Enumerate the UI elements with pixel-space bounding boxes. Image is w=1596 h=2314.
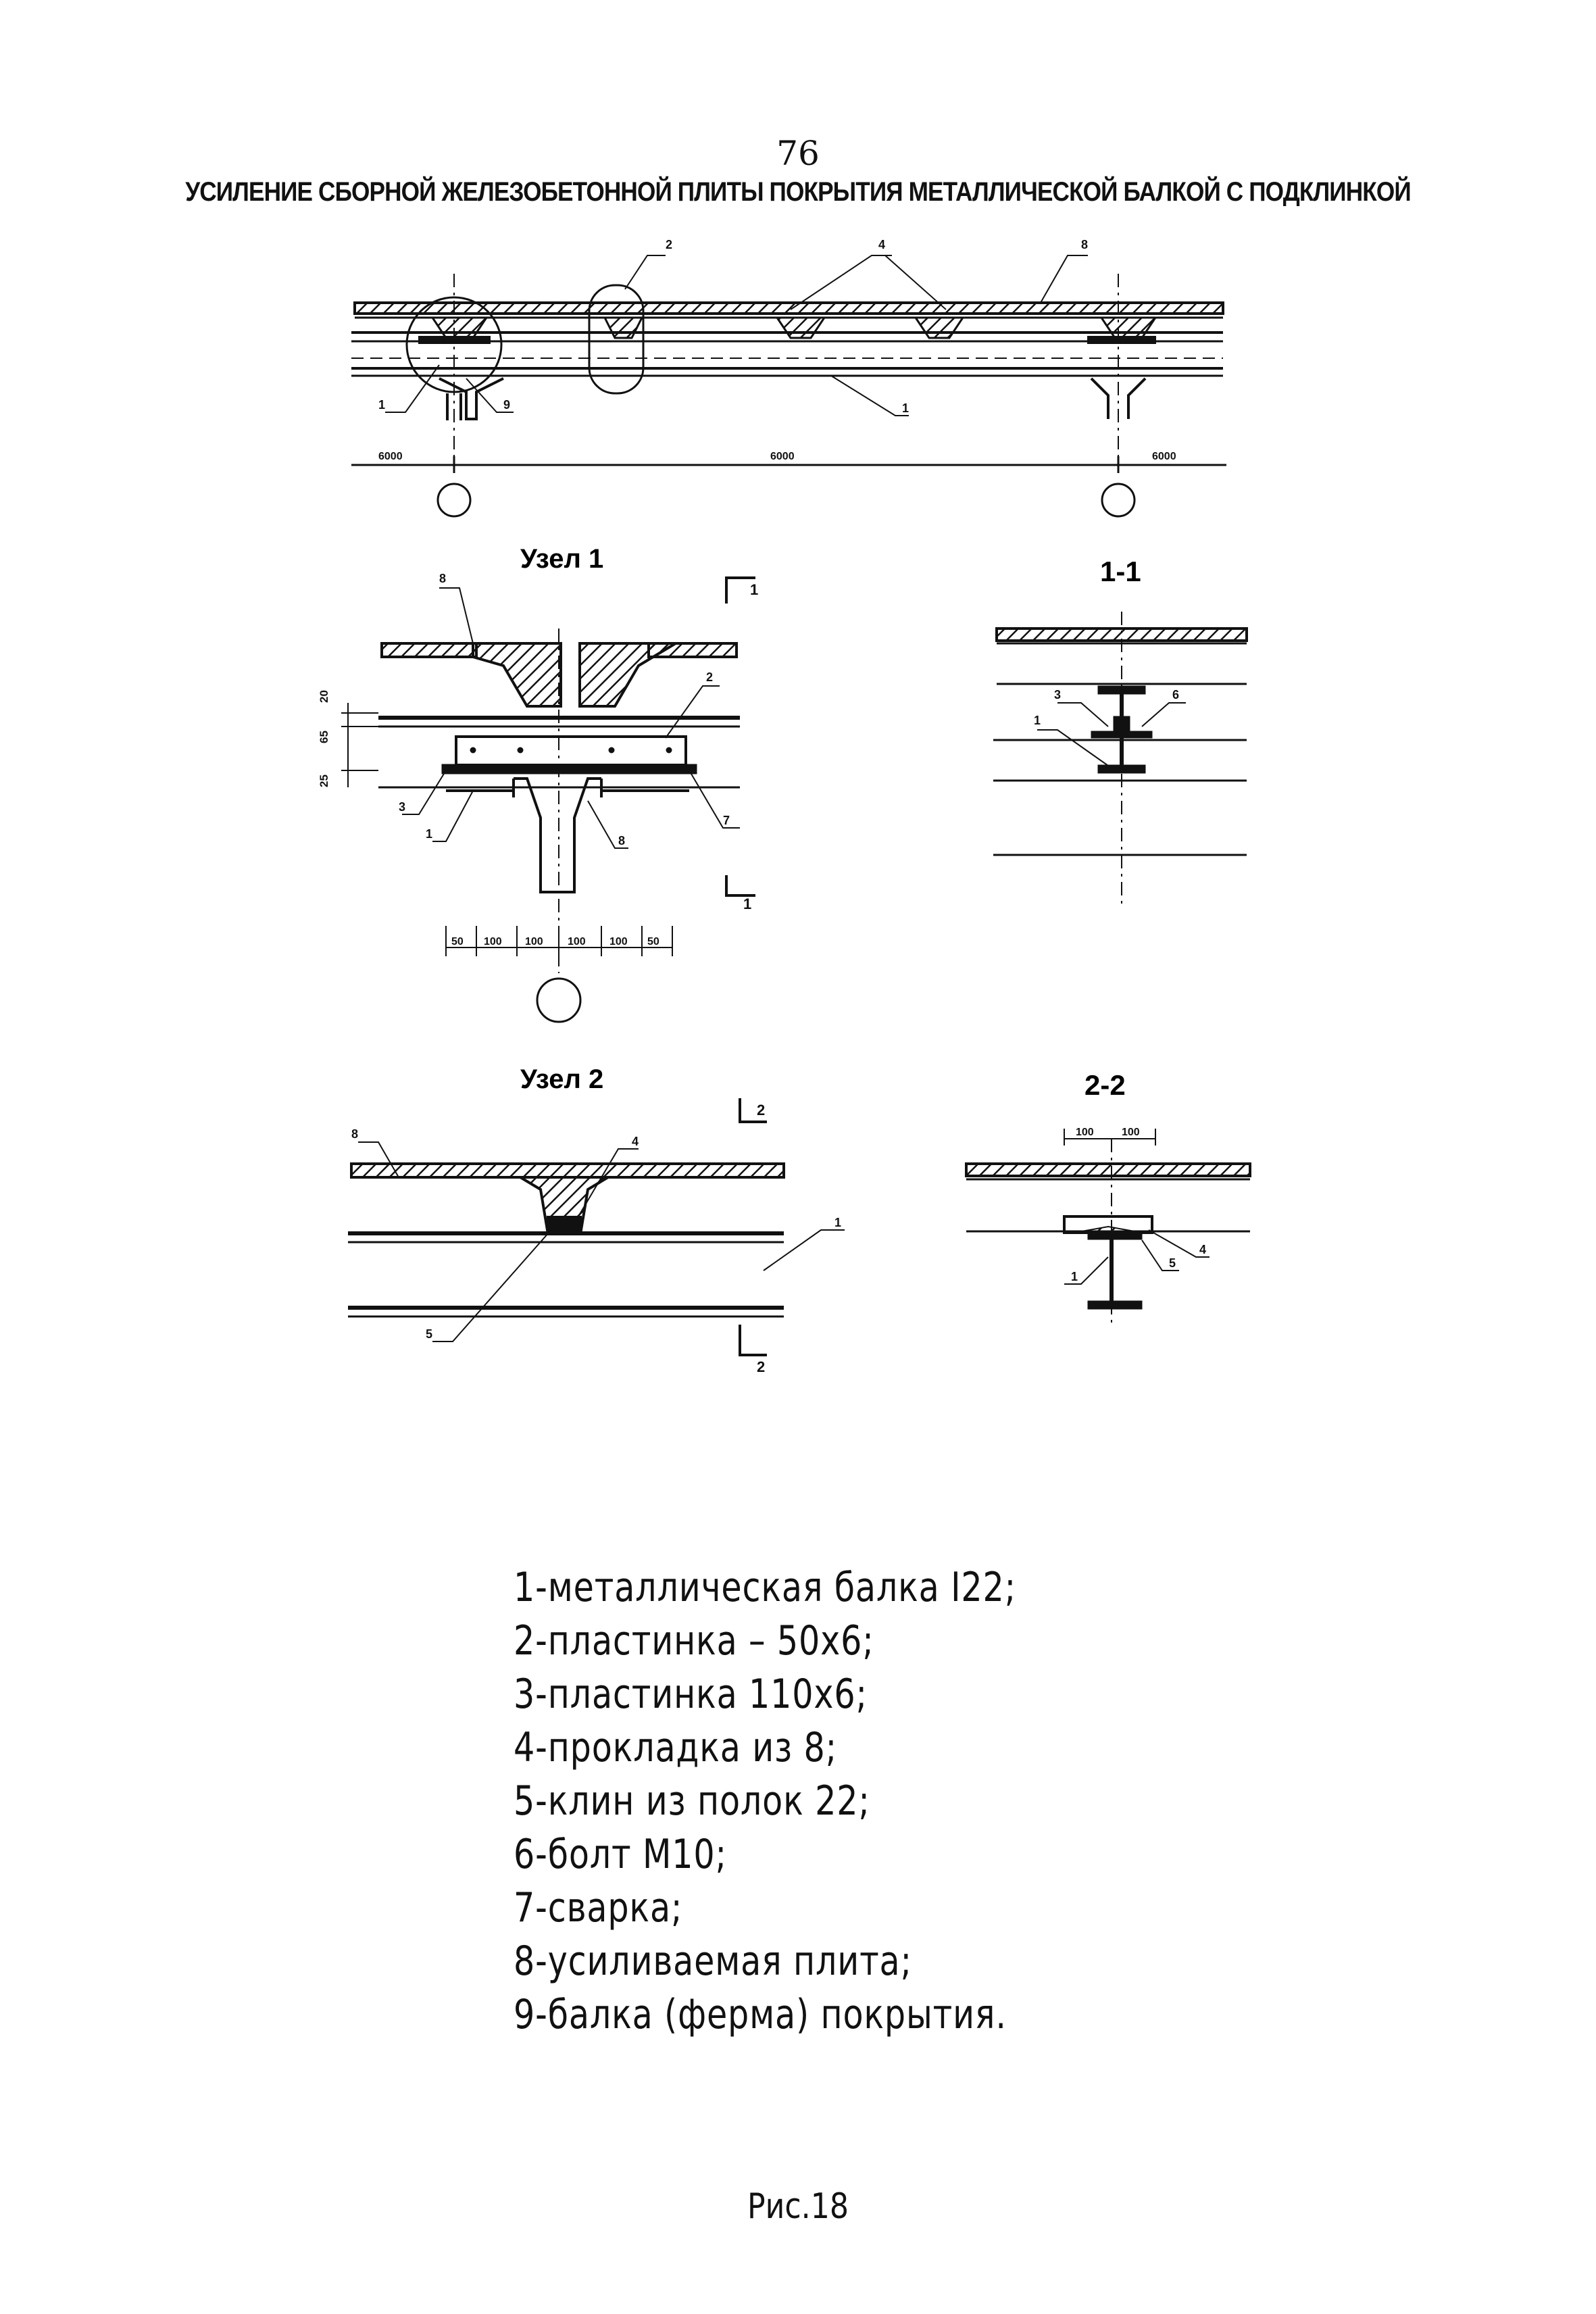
node2-drawing: [348, 1098, 845, 1356]
node2-labels: 8 4 1 5 2 2: [351, 1102, 841, 1375]
node1-section-mark: 1: [750, 581, 758, 598]
elevation-slab: [353, 301, 1224, 315]
legend: 1-металлическая балка I22; 2-пластинка –…: [514, 1561, 1126, 2042]
elevation-view: [351, 255, 1226, 518]
section11-labels: 3 6 1: [1034, 688, 1179, 727]
node1-callout: 1: [426, 827, 432, 841]
node1-dim: 25: [318, 774, 330, 787]
section22-drawing: [965, 1129, 1251, 1325]
section11-callout: 6: [1172, 688, 1179, 701]
node1-dim: 100: [484, 936, 502, 947]
node1-callout: 7: [723, 814, 730, 827]
elevation-callout: 8: [1081, 238, 1088, 251]
legend-item: 3-пластинка 110х6;: [514, 1671, 868, 1718]
elevation-labels: 2 4 8 1 9 1 6000 6000 6000: [378, 238, 1176, 462]
node1-dim: 100: [568, 936, 586, 947]
node1-callout: 2: [706, 670, 713, 684]
node1-callout: 8: [618, 834, 625, 847]
elevation-callout: 1: [378, 398, 385, 412]
legend-item: 2-пластинка – 50х6;: [514, 1617, 874, 1665]
legend-item: 1-металлическая балка I22;: [514, 1564, 1017, 1611]
legend-item: 7-сварка;: [514, 1884, 683, 1931]
node1-dim: 20: [318, 690, 330, 703]
node1-callout: 3: [399, 800, 405, 814]
node1-dim: 100: [525, 936, 543, 947]
elevation-callout: 1: [902, 401, 909, 415]
legend-item: 6-болт М10;: [514, 1831, 727, 1878]
section22-dim: 100: [1076, 1127, 1094, 1138]
node2-section-mark: 2: [757, 1358, 765, 1375]
node2-title: Узел 2: [520, 1064, 603, 1094]
elevation-span-dim: 6000: [378, 451, 403, 462]
section22-dim: 100: [1122, 1127, 1140, 1138]
node2-callout: 8: [351, 1127, 358, 1141]
node1-dim: 100: [609, 936, 628, 947]
node1-dim: 50: [647, 936, 659, 947]
section11-callout: 3: [1054, 688, 1061, 701]
node1-title: Узел 1: [520, 544, 603, 574]
elevation-callout: 2: [666, 238, 672, 251]
section11-drawing: [993, 612, 1248, 906]
node1-dim: 50: [451, 936, 464, 947]
node2-callout: 5: [426, 1327, 432, 1341]
node1-callout: 8: [439, 572, 446, 585]
figure-caption: Рис.18: [747, 2186, 849, 2227]
section22-callout: 5: [1169, 1256, 1176, 1270]
node2-callout: 4: [632, 1135, 639, 1148]
legend-item: 5-клин из полок 22;: [514, 1777, 870, 1825]
node2-section-mark: 2: [757, 1102, 765, 1118]
page-number: 76: [776, 134, 820, 173]
section22-callout: 4: [1199, 1243, 1206, 1256]
legend-item: 9-балка (ферма) покрытия.: [514, 1991, 1007, 2038]
node1-dim: 65: [318, 731, 330, 743]
section22-labels: 1 5 4 100 100: [1071, 1127, 1206, 1283]
node1-labels: 8 2 3 1 8 7 1 1 20 65 25 50 100 100 100 …: [318, 572, 758, 947]
node1-section-mark: 1: [743, 895, 751, 912]
node2-callout: 1: [834, 1216, 841, 1229]
legend-item: 4-прокладка из 8;: [514, 1724, 837, 1771]
section22-callout: 1: [1071, 1270, 1078, 1283]
elevation-callout: 4: [878, 238, 885, 251]
elevation-span-dim: 6000: [770, 451, 795, 462]
elevation-callout: 9: [503, 398, 510, 412]
section11-title: 1-1: [1100, 556, 1141, 587]
node1-drawing: [341, 576, 755, 1023]
drawing-title: УСИЛЕНИЕ СБОРНОЙ ЖЕЛЕЗОБЕТОННОЙ ПЛИТЫ ПО…: [185, 177, 1411, 207]
elevation-span-dim: 6000: [1152, 451, 1176, 462]
legend-item: 8-усиливаемая плита;: [514, 1938, 912, 1985]
section11-callout: 1: [1034, 714, 1041, 727]
section22-title: 2-2: [1084, 1069, 1126, 1101]
